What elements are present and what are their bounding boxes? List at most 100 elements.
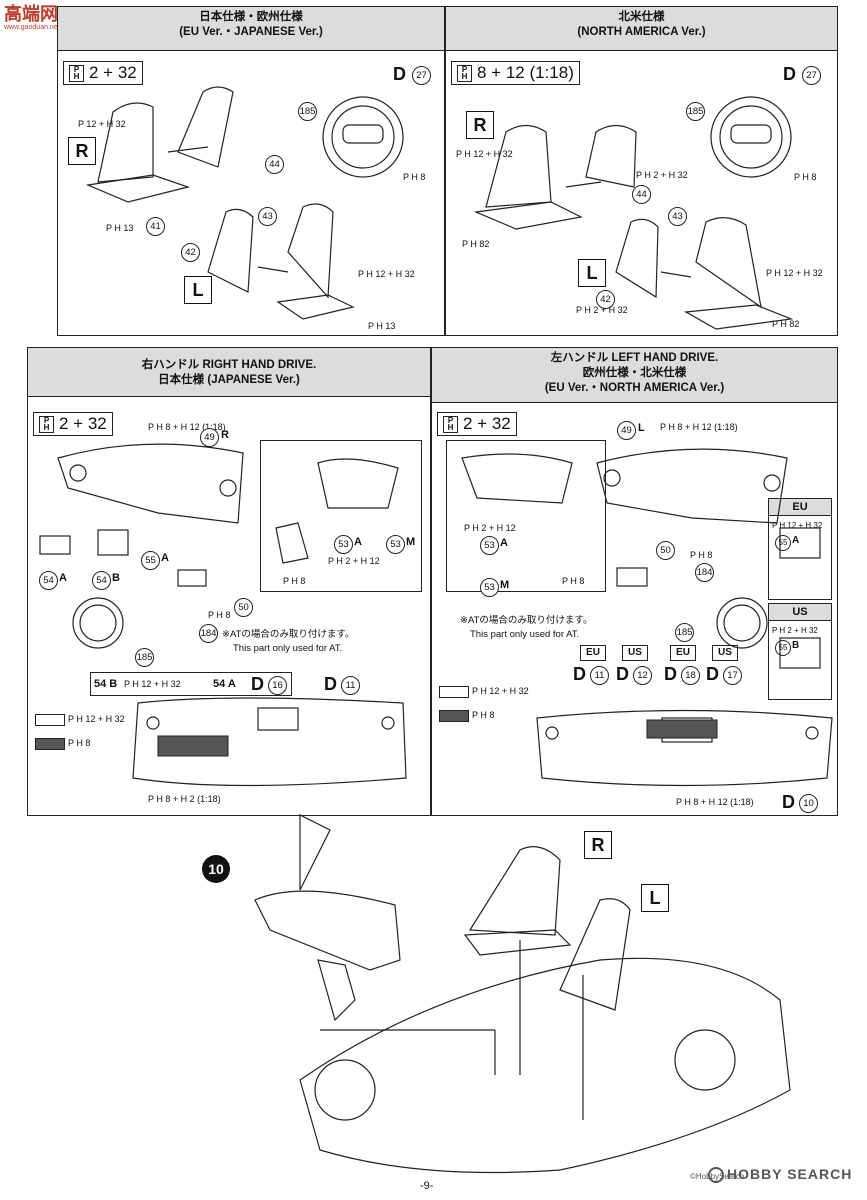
bottom-paint-label: P H 8 + H 2 (1:18) bbox=[148, 794, 221, 804]
panel-na-title: 北米仕様 (NORTH AMERICA Ver.) bbox=[446, 7, 837, 51]
part-55: 55 bbox=[141, 551, 160, 570]
part-44: 44 bbox=[632, 185, 651, 204]
legend-label: P H 12 + H 32 bbox=[472, 686, 529, 696]
d-part-label: D bbox=[782, 792, 795, 812]
paint-label: P H 82 bbox=[462, 239, 490, 249]
panel-rhd-title: 右ハンドル RIGHT HAND DRIVE. 日本仕様 (JAPANESE V… bbox=[28, 348, 430, 397]
paint-label: P H 13 bbox=[106, 223, 134, 233]
part-49: 49 bbox=[200, 428, 219, 447]
at-note-en: This part only used for AT. bbox=[233, 643, 343, 654]
panel-lhd-title: 左ハンドル LEFT HAND DRIVE. 欧州仕様・北米仕様 (EU Ver… bbox=[432, 348, 837, 403]
eu-header: EU bbox=[769, 499, 831, 516]
paint-label: P H 2 + H 32 bbox=[636, 170, 688, 180]
part-49-side: R bbox=[221, 429, 229, 441]
part-50: 50 bbox=[656, 541, 675, 560]
part-185: 185 bbox=[298, 102, 317, 121]
d-part-label: D bbox=[616, 664, 629, 684]
at-note-jp: ※ATの場合のみ取り付けます。 bbox=[460, 615, 593, 626]
part-185: 185 bbox=[135, 648, 154, 667]
seat-r-label: R bbox=[68, 137, 96, 165]
d-part-label: D bbox=[251, 674, 264, 694]
d-part-label: D bbox=[573, 664, 586, 684]
row-54b: 54 B bbox=[94, 678, 118, 690]
part-185: 185 bbox=[686, 102, 705, 121]
eu-paint: P H 12 + H 32 bbox=[772, 521, 823, 530]
part-42: 42 bbox=[596, 290, 615, 309]
paint-label: P 12 + H 32 bbox=[78, 119, 126, 129]
part-184: 184 bbox=[695, 563, 714, 582]
legend-swatch-dark bbox=[439, 710, 469, 722]
rhd-illustrations bbox=[39, 443, 407, 787]
paint-label: P H 12 + H 32 bbox=[358, 269, 415, 279]
part-d: 18 bbox=[681, 666, 700, 685]
part-number: 27 bbox=[802, 66, 821, 85]
legend-label: P H 12 + H 32 bbox=[68, 714, 125, 724]
legend-label: P H 8 bbox=[472, 710, 495, 720]
paint-label: P H 2 + H 12 bbox=[328, 556, 380, 566]
paint-label: P H 12 + H 32 bbox=[456, 149, 513, 159]
at-note-jp: ※ATの場合のみ取り付けます。 bbox=[222, 629, 355, 640]
us-box: US P H 2 + H 32 55 B bbox=[768, 603, 832, 700]
part-184: 184 bbox=[199, 624, 218, 643]
part-42: 42 bbox=[181, 243, 200, 262]
paint-label: P H 12 + H 32 bbox=[766, 268, 823, 278]
part-49: 49 bbox=[617, 421, 636, 440]
panel-eu-jp-title: 日本仕様・欧州仕様 (EU Ver.・JAPANESE Ver.) bbox=[58, 7, 444, 51]
dash-paint-label: P H 8 + H 12 (1:18) bbox=[660, 422, 738, 432]
bottom-paint-label: P H 8 + H 12 (1:18) bbox=[676, 797, 754, 807]
paint-label: P H 8 bbox=[208, 610, 231, 620]
part-d: 17 bbox=[723, 666, 742, 685]
site-logo-text: 高端网 bbox=[4, 4, 58, 24]
part-49-side: L bbox=[638, 422, 645, 434]
part-53a: 53 bbox=[334, 535, 353, 554]
part-43: 43 bbox=[258, 207, 277, 226]
seat-l-label: L bbox=[578, 259, 606, 287]
part-54a: 54 bbox=[39, 571, 58, 590]
part-54b: 54 bbox=[92, 571, 111, 590]
paint-label: P H 8 bbox=[403, 172, 426, 182]
us-header: US bbox=[769, 604, 831, 621]
paint-label: P H 8 bbox=[690, 550, 713, 560]
step-number: 10 bbox=[202, 855, 230, 883]
panel-rhd: 右ハンドル RIGHT HAND DRIVE. 日本仕様 (JAPANESE V… bbox=[27, 347, 431, 816]
part-d11: 11 bbox=[341, 676, 360, 695]
d-part-label: D bbox=[393, 64, 406, 84]
tag-eu: EU bbox=[580, 645, 606, 661]
d-part-label: D bbox=[706, 664, 719, 684]
part-53a: 53 bbox=[480, 536, 499, 555]
inset-box bbox=[446, 440, 606, 592]
part-54a-variant: A bbox=[59, 572, 67, 584]
panel-lhd: 左ハンドル LEFT HAND DRIVE. 欧州仕様・北米仕様 (EU Ver… bbox=[431, 347, 838, 816]
variant-row bbox=[90, 672, 292, 696]
legend-swatch-light bbox=[35, 714, 65, 726]
seat-illustrations bbox=[85, 86, 404, 320]
legend-swatch-dark bbox=[35, 738, 65, 750]
paint-label: P H 82 bbox=[772, 319, 800, 329]
paint-label: P H 8 bbox=[794, 172, 817, 182]
site-logo: 高端网 www.gaoduan.net bbox=[4, 4, 74, 38]
legend-label: P H 8 bbox=[68, 738, 91, 748]
part-54b-variant: B bbox=[112, 572, 120, 584]
part-53m: 53 bbox=[386, 535, 405, 554]
tag-eu: EU bbox=[670, 645, 696, 661]
part-53a-variant: A bbox=[500, 537, 508, 549]
seat-l-label: L bbox=[184, 276, 212, 304]
paint-label: P H 2 + H 12 bbox=[464, 523, 516, 533]
hobbysearch-icon bbox=[708, 1167, 724, 1184]
d-part-label: D bbox=[324, 674, 337, 694]
part-number: 27 bbox=[412, 66, 431, 85]
seat-r-label: R bbox=[466, 111, 494, 139]
legend-swatch-light bbox=[439, 686, 469, 698]
lhd-illustrations bbox=[461, 448, 833, 787]
d-part-label: D bbox=[783, 64, 796, 84]
part-53m: 53 bbox=[480, 578, 499, 597]
eu-box: EU P H 12 + H 32 55 A bbox=[768, 498, 832, 600]
